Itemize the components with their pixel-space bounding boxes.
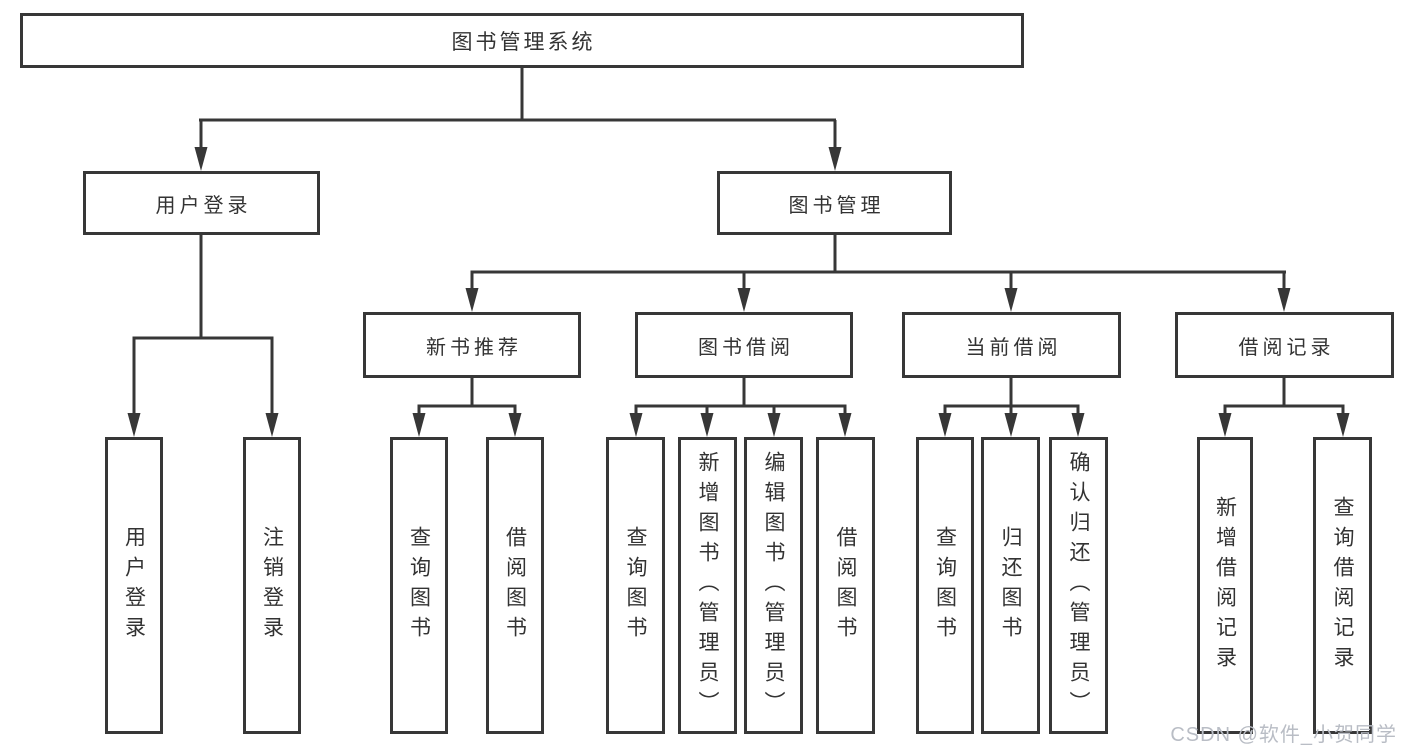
leaf-return-book: 归还图书 xyxy=(981,437,1040,734)
leaf-query-books: 查询图书 xyxy=(916,437,974,734)
csdn-watermark: CSDN @软件_小贺同学 xyxy=(1170,724,1397,746)
leaf-user-login: 用户登录 xyxy=(105,437,163,734)
node-current-borrow: 当前借阅 xyxy=(902,312,1121,378)
node-new-book-recommend: 新书推荐 xyxy=(363,312,581,378)
leaf-add-borrow-record: 新增借阅记录 xyxy=(1197,437,1253,734)
leaf-logout: 注销登录 xyxy=(243,437,301,734)
leaf-add-book-admin: 新增图书（管理员） xyxy=(678,437,737,734)
node-library-management-system: 图书管理系统 xyxy=(20,13,1024,68)
leaf-query-books: 查询图书 xyxy=(390,437,448,734)
leaf-query-books: 查询图书 xyxy=(606,437,665,734)
leaf-edit-book-admin: 编辑图书（管理员） xyxy=(744,437,803,734)
node-book-borrow: 图书借阅 xyxy=(635,312,853,378)
leaf-borrow-books: 借阅图书 xyxy=(816,437,875,734)
node-borrow-records: 借阅记录 xyxy=(1175,312,1394,378)
node-user-login: 用户登录 xyxy=(83,171,320,235)
leaf-confirm-return-admin: 确认归还（管理员） xyxy=(1049,437,1108,734)
leaf-query-borrow-record: 查询借阅记录 xyxy=(1313,437,1372,734)
leaf-borrow-books: 借阅图书 xyxy=(486,437,544,734)
node-book-management: 图书管理 xyxy=(717,171,952,235)
